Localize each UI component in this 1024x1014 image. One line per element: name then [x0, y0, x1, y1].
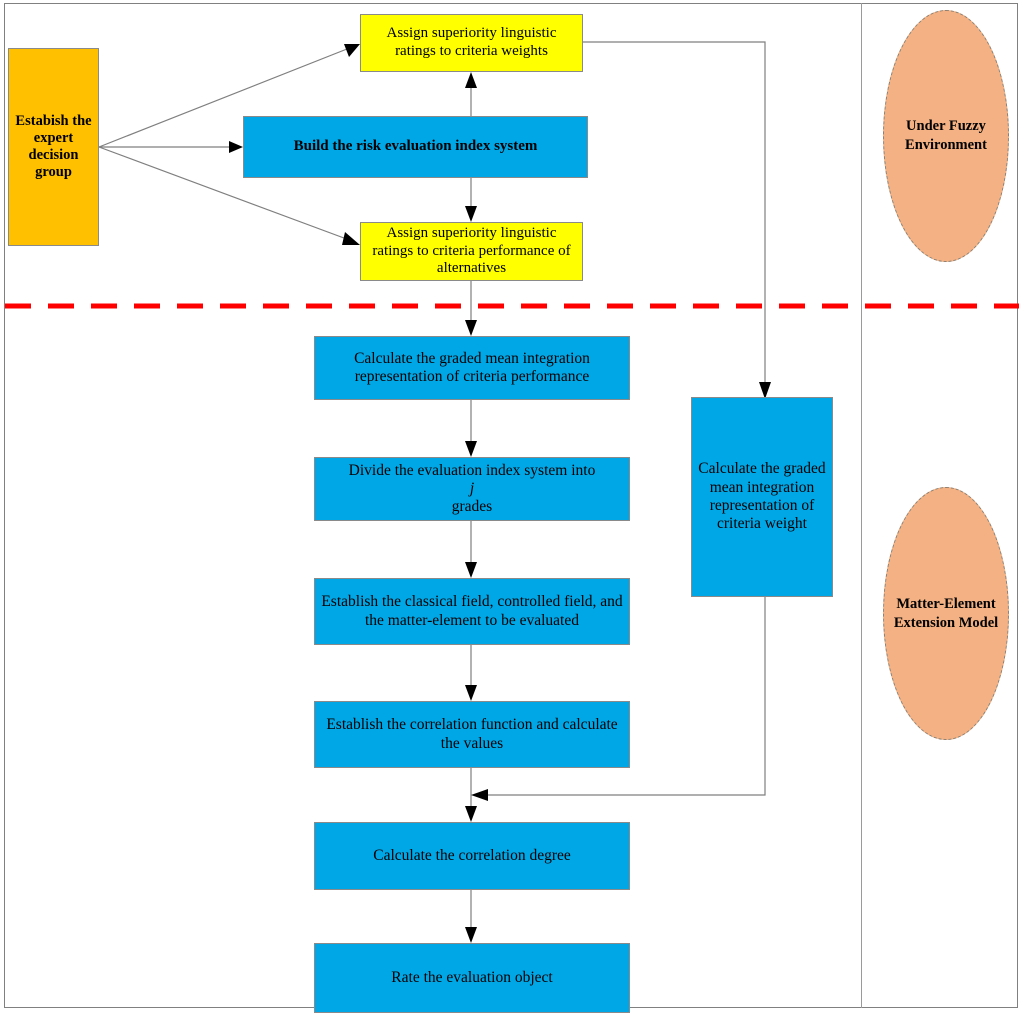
node-label: Estabish the expert decision group — [15, 112, 92, 181]
node-label: Rate the evaluation object — [391, 968, 553, 986]
node-correlation-function[interactable]: Establish the correlation function and c… — [314, 701, 630, 768]
divide-label-italic-j: j — [469, 479, 475, 497]
divide-label-post: grades — [451, 498, 493, 516]
node-label: Assign superiority linguistic ratings to… — [372, 224, 571, 277]
node-label: Divide the evaluation index system into … — [320, 462, 624, 517]
node-label: Assign superiority linguistic ratings to… — [386, 25, 557, 59]
node-label: Establish the correlation function and c… — [326, 716, 618, 752]
divide-label-pre: Divide the evaluation index system into — [348, 461, 596, 479]
node-classical-field[interactable]: Establish the classical field, controlle… — [314, 578, 630, 645]
node-rate-object[interactable]: Rate the evaluation object — [314, 943, 630, 1013]
node-label: Calculate the graded mean integration re… — [698, 460, 826, 533]
node-divide-grades[interactable]: Divide the evaluation index system into … — [314, 457, 630, 521]
node-assign-ratings-performance[interactable]: Assign superiority linguistic ratings to… — [360, 222, 583, 281]
node-label: Calculate the correlation degree — [373, 846, 571, 864]
node-gmir-weight[interactable]: Calculate the graded mean integration re… — [691, 397, 833, 597]
node-label: Establish the classical field, controlle… — [321, 593, 623, 629]
node-label: Calculate the graded mean integration re… — [354, 349, 590, 385]
node-label: Build the risk evaluation index system — [293, 138, 538, 155]
phase-label-under-fuzzy-environment: Under Fuzzy Environment — [883, 10, 1009, 262]
diagram-inner-frame — [4, 3, 862, 1008]
node-gmir-performance[interactable]: Calculate the graded mean integration re… — [314, 336, 630, 400]
node-build-index-system[interactable]: Build the risk evaluation index system — [243, 116, 588, 178]
node-establish-expert-group[interactable]: Estabish the expert decision group — [8, 48, 99, 246]
phase-label-text: Under Fuzzy Environment — [905, 118, 987, 153]
node-correlation-degree[interactable]: Calculate the correlation degree — [314, 822, 630, 890]
node-assign-ratings-weights[interactable]: Assign superiority linguistic ratings to… — [360, 14, 583, 72]
phase-label-text: Matter-Element Extension Model — [893, 595, 999, 631]
phase-label-matter-element-extension-model: Matter-Element Extension Model — [883, 487, 1009, 740]
